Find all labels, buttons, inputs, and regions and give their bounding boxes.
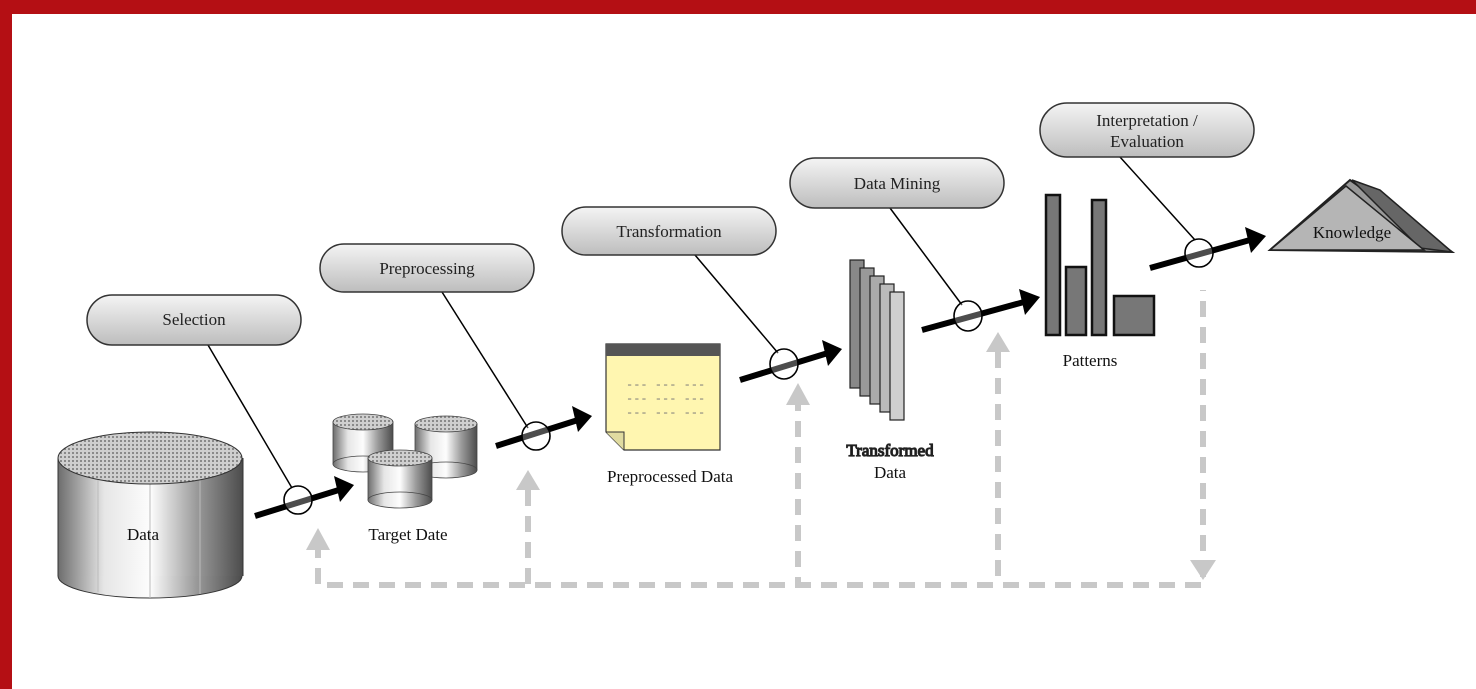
transformed-data-label-1: Transformed <box>846 441 934 460</box>
pattern-bar <box>1090 198 1108 337</box>
process-arrows <box>254 237 1251 519</box>
feedback-arrowhead <box>516 470 540 490</box>
feedback-arrowheads <box>306 332 1216 580</box>
junction-circle <box>769 348 799 380</box>
target-data-cylinders: Target Date <box>332 413 478 544</box>
pattern-bar <box>1064 265 1088 337</box>
document-titlebar <box>606 344 720 356</box>
process-arrow <box>921 299 1025 333</box>
pattern-bar <box>1044 193 1062 337</box>
pattern-bar <box>1112 294 1156 337</box>
stage-label-preprocessing: Preprocessing <box>379 259 475 278</box>
svg-text:--- --- ---: --- --- --- <box>626 378 705 392</box>
stage-pill <box>561 206 777 256</box>
stage-pill <box>1039 102 1255 158</box>
junction-circles <box>283 238 1214 515</box>
data-cylinder: Data <box>57 431 244 599</box>
left-border <box>0 0 12 689</box>
cylinder-top <box>57 431 243 485</box>
leader-line <box>1119 156 1196 241</box>
document-fold <box>606 431 625 450</box>
junction-circle <box>521 421 551 451</box>
junction-circle <box>1184 238 1214 268</box>
stage-label-interpretation: Interpretation / <box>1096 111 1198 130</box>
patterns-bars <box>1044 193 1156 337</box>
data-label: Data <box>127 525 160 544</box>
process-arrowhead <box>334 476 354 502</box>
stack-sheet <box>889 291 905 421</box>
stage-interpretation-evaluation: Interpretation / Evaluation <box>1039 102 1255 158</box>
process-arrow <box>254 486 343 519</box>
transformed-data-label-2: Data <box>874 463 907 482</box>
transformed-data-stack: Transformed Data <box>846 259 935 482</box>
feedback-arrowhead <box>786 383 810 405</box>
feedback-arrowhead <box>986 332 1010 352</box>
stage-pill <box>789 157 1005 209</box>
stage-pill <box>319 243 535 293</box>
svg-text:--- --- ---: --- --- --- <box>626 392 705 406</box>
process-arrowhead <box>822 340 842 366</box>
process-arrow <box>495 417 579 449</box>
process-arrowheads <box>334 227 1266 502</box>
feedback-arrowhead <box>306 528 330 550</box>
leader-line <box>207 344 293 489</box>
stage-label-transformation: Transformation <box>616 222 722 241</box>
stage-preprocessing: Preprocessing <box>319 243 535 293</box>
stage-label-selection: Selection <box>162 310 226 329</box>
pyramid-front <box>1267 185 1427 251</box>
stage-data-mining: Data Mining <box>789 157 1005 209</box>
leader-lines <box>207 156 1196 489</box>
leader-line <box>441 291 529 429</box>
junction-circle <box>283 485 313 515</box>
stage-label-evaluation: Evaluation <box>1110 132 1184 151</box>
preprocessed-data-document: --- --- --- --- --- --- --- --- --- Prep… <box>605 343 733 486</box>
pyramid-side <box>1351 179 1455 254</box>
target-data-label: Target Date <box>368 525 447 544</box>
feedback-arrowhead <box>1190 560 1216 580</box>
process-arrowhead <box>572 406 592 432</box>
knowledge-pyramid: Knowledge <box>1267 178 1456 254</box>
process-arrowhead <box>1019 289 1040 315</box>
patterns-label: Patterns <box>1063 351 1118 370</box>
preprocessed-data-label: Preprocessed Data <box>607 467 733 486</box>
stage-pill <box>86 294 302 346</box>
process-arrow <box>1149 237 1251 271</box>
small-cylinder <box>367 449 433 509</box>
process-arrow <box>739 350 829 383</box>
stage-selection: Selection <box>86 294 302 346</box>
stage-label-data-mining: Data Mining <box>854 174 941 193</box>
feedback-line <box>315 290 1206 588</box>
top-border <box>0 0 1476 14</box>
junction-circle <box>953 300 983 332</box>
cylinder-ribs <box>97 470 201 598</box>
leader-line <box>889 207 963 306</box>
document-dashes: --- --- --- --- --- --- --- --- --- <box>626 378 705 420</box>
stage-transformation: Transformation <box>561 206 777 256</box>
process-arrowhead <box>1245 227 1266 253</box>
feedback-loop <box>315 290 1206 588</box>
svg-text:--- --- ---: --- --- --- <box>626 406 705 420</box>
knowledge-label: Knowledge <box>1313 223 1391 242</box>
leader-line <box>694 254 779 354</box>
